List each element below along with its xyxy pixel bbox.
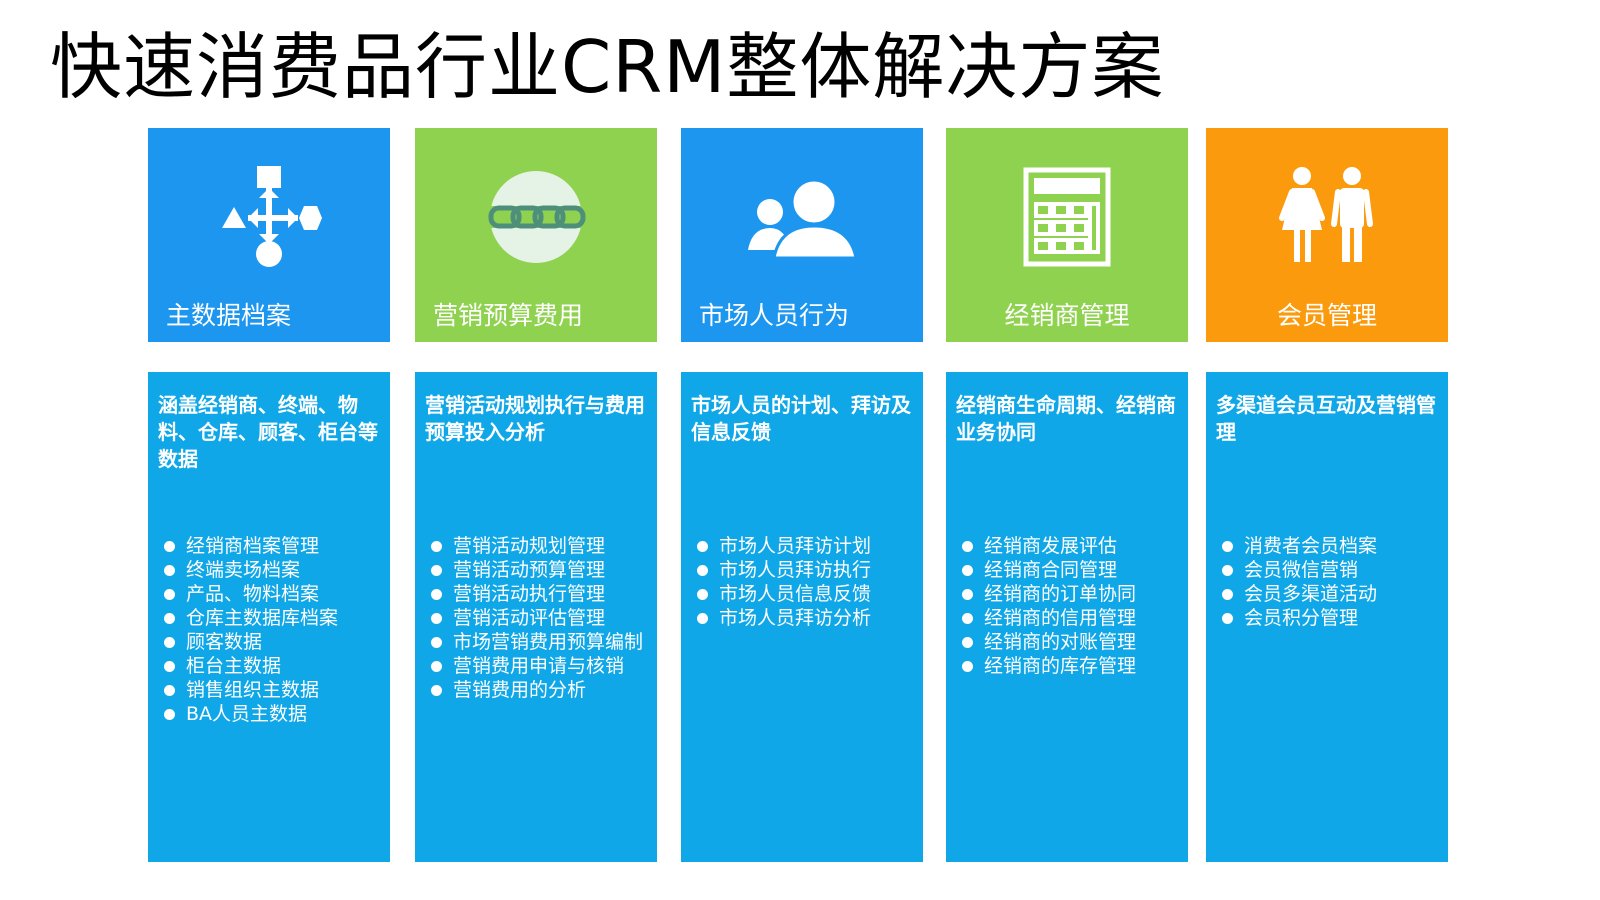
tile-master-data[interactable]: 主数据档案 <box>148 128 390 342</box>
flowchart-icon <box>148 162 390 272</box>
list-item: 产品、物料档案 <box>162 582 338 606</box>
tile-dealer-management[interactable]: 经销商管理 <box>946 128 1188 342</box>
list-item: 顾客数据 <box>162 630 338 654</box>
list-item: 经销商的对账管理 <box>960 630 1136 654</box>
list-item: BA人员主数据 <box>162 702 338 726</box>
list-item: 市场营销费用预算编制 <box>429 630 643 654</box>
tile-label: 经销商管理 <box>1004 301 1130 330</box>
list-item: 营销费用的分析 <box>429 678 643 702</box>
tile-label: 市场人员行为 <box>699 301 850 330</box>
panel-market-staff: 市场人员的计划、拜访及信息反馈 市场人员拜访计划 市场人员拜访执行 市场人员信息… <box>681 372 923 862</box>
tile-label: 会员管理 <box>1276 301 1377 330</box>
panel-master-data: 涵盖经销商、终端、物料、仓库、顾客、柜台等数据 经销商档案管理 终端卖场档案 产… <box>148 372 390 862</box>
list-item: 会员积分管理 <box>1220 606 1377 630</box>
list-item: 经销商合同管理 <box>960 558 1136 582</box>
tile-label: 营销预算费用 <box>433 301 584 330</box>
list-item: 会员微信营销 <box>1220 558 1377 582</box>
tile-label: 主数据档案 <box>166 301 292 330</box>
feature-list: 经销商发展评估 经销商合同管理 经销商的订单协同 经销商的信用管理 经销商的对账… <box>960 534 1136 678</box>
list-item: 经销商档案管理 <box>162 534 338 558</box>
list-item: 市场人员拜访计划 <box>695 534 871 558</box>
panel-heading: 经销商生命周期、经销商业务协同 <box>956 393 1176 444</box>
list-item: 市场人员拜访分析 <box>695 606 871 630</box>
tile-member-management[interactable]: 会员管理 <box>1206 128 1448 342</box>
panel-member-management: 多渠道会员互动及营销管理 消费者会员档案 会员微信营销 会员多渠道活动 会员积分… <box>1206 372 1448 862</box>
list-item: 市场人员拜访执行 <box>695 558 871 582</box>
list-item: 销售组织主数据 <box>162 678 338 702</box>
list-item: 消费者会员档案 <box>1220 534 1377 558</box>
feature-list: 消费者会员档案 会员微信营销 会员多渠道活动 会员积分管理 <box>1220 534 1377 630</box>
man-woman-icon <box>1206 162 1448 272</box>
list-item: 会员多渠道活动 <box>1220 582 1377 606</box>
feature-list: 经销商档案管理 终端卖场档案 产品、物料档案 仓库主数据库档案 顾客数据 柜台主… <box>162 534 338 726</box>
list-item: 仓库主数据库档案 <box>162 606 338 630</box>
panel-marketing-budget: 营销活动规划执行与费用预算投入分析 营销活动规划管理 营销活动预算管理 营销活动… <box>415 372 657 862</box>
people-icon <box>681 162 923 272</box>
list-item: 经销商的库存管理 <box>960 654 1136 678</box>
panel-heading: 市场人员的计划、拜访及信息反馈 <box>691 393 911 444</box>
tile-market-staff[interactable]: 市场人员行为 <box>681 128 923 342</box>
list-item: 柜台主数据 <box>162 654 338 678</box>
feature-list: 营销活动规划管理 营销活动预算管理 营销活动执行管理 营销活动评估管理 市场营销… <box>429 534 643 702</box>
panel-dealer-management: 经销商生命周期、经销商业务协同 经销商发展评估 经销商合同管理 经销商的订单协同… <box>946 372 1188 862</box>
list-item: 经销商的信用管理 <box>960 606 1136 630</box>
feature-list: 市场人员拜访计划 市场人员拜访执行 市场人员信息反馈 市场人员拜访分析 <box>695 534 871 630</box>
panel-heading: 营销活动规划执行与费用预算投入分析 <box>425 393 645 444</box>
chain-link-icon <box>415 162 657 272</box>
list-item: 营销活动规划管理 <box>429 534 643 558</box>
list-item: 终端卖场档案 <box>162 558 338 582</box>
list-item: 营销费用申请与核销 <box>429 654 643 678</box>
list-item: 营销活动评估管理 <box>429 606 643 630</box>
tile-marketing-budget[interactable]: 营销预算费用 <box>415 128 657 342</box>
panel-heading: 多渠道会员互动及营销管理 <box>1216 393 1436 444</box>
list-item: 市场人员信息反馈 <box>695 582 871 606</box>
calculator-icon <box>946 162 1188 272</box>
list-item: 经销商的订单协同 <box>960 582 1136 606</box>
list-item: 营销活动预算管理 <box>429 558 643 582</box>
list-item: 经销商发展评估 <box>960 534 1136 558</box>
list-item: 营销活动执行管理 <box>429 582 643 606</box>
page-title: 快速消费品行业CRM整体解决方案 <box>50 25 1165 109</box>
panel-heading: 涵盖经销商、终端、物料、仓库、顾客、柜台等数据 <box>158 393 378 471</box>
